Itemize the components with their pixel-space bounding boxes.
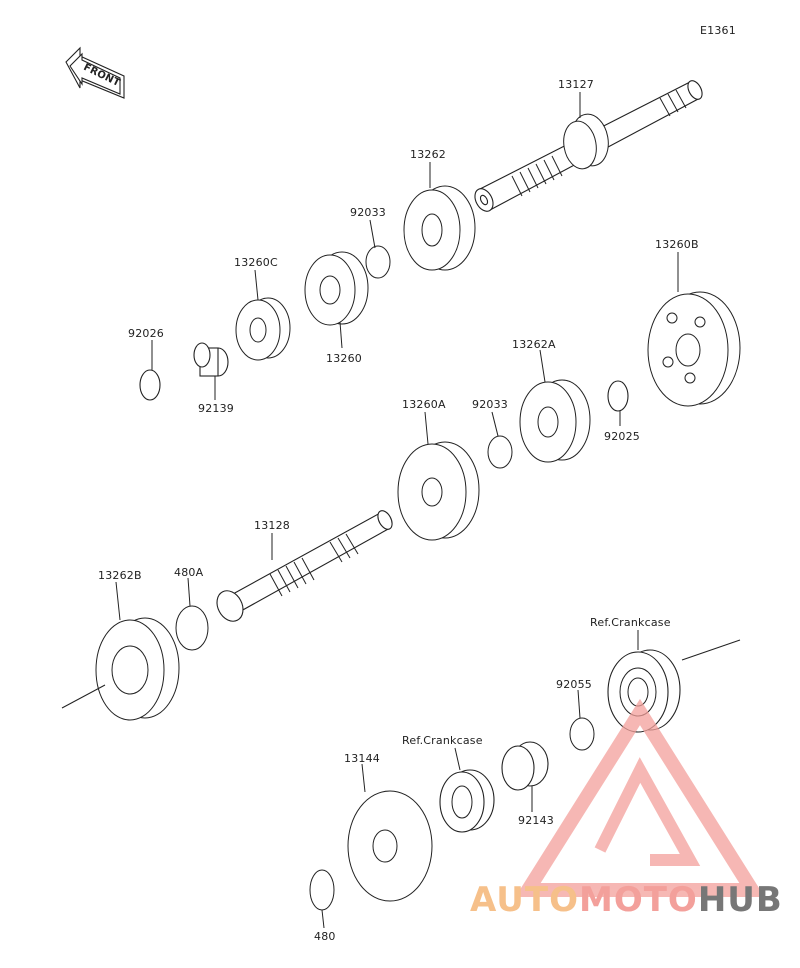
- gear-13260c: [235, 297, 291, 361]
- label-92033-lower: 92033: [472, 398, 508, 411]
- oring-92055: [569, 717, 595, 751]
- label-ref-crankcase-lower: Ref.Crankcase: [402, 734, 483, 747]
- washer-92025: [607, 380, 629, 412]
- label-92055: 92055: [556, 678, 592, 691]
- gear-13262: [403, 185, 476, 271]
- circlip-92033-upper: [365, 245, 391, 279]
- gear-13260: [304, 251, 369, 326]
- label-13127: 13127: [558, 78, 594, 91]
- label-92033-upper: 92033: [350, 206, 386, 219]
- label-13128: 13128: [254, 519, 290, 532]
- watermark-logo-icon: [515, 698, 765, 897]
- seal-ref-crankcase: [439, 769, 495, 833]
- gear-13262a: [519, 379, 591, 463]
- label-13260: 13260: [326, 352, 362, 365]
- label-13144: 13144: [344, 752, 380, 765]
- circlip-92033-lower: [487, 435, 513, 469]
- circlip-480: [309, 869, 335, 911]
- label-480a: 480A: [174, 566, 204, 579]
- watermark-part-auto: AUTO: [470, 880, 579, 920]
- label-92026: 92026: [128, 327, 164, 340]
- axis-line-right: [681, 639, 741, 661]
- bushing-92139: [193, 342, 229, 377]
- gear-13262b: [95, 617, 180, 721]
- diagram-code: E1361: [700, 24, 736, 37]
- gear-13260b: [647, 291, 741, 407]
- watermark-part-hub: HUB: [697, 880, 783, 920]
- drive-shaft-13128: [216, 510, 393, 622]
- axis-line-left: [61, 684, 106, 709]
- label-13262b: 13262B: [98, 569, 142, 582]
- label-13260c: 13260C: [234, 256, 278, 269]
- bushing-92143: [501, 741, 549, 791]
- gear-13260a: [397, 441, 480, 541]
- label-13262: 13262: [410, 148, 446, 161]
- watermark-part-moto: MOTO: [578, 880, 698, 920]
- label-13260a: 13260A: [402, 398, 446, 411]
- washer-92026: [139, 369, 161, 401]
- label-92139: 92139: [198, 402, 234, 415]
- label-92025: 92025: [604, 430, 640, 443]
- label-480: 480: [314, 930, 336, 943]
- sprocket-13144: [347, 790, 433, 902]
- label-13262a: 13262A: [512, 338, 556, 351]
- label-13260b: 13260B: [655, 238, 699, 251]
- watermark-brand-text: AUTOMOTOHUB: [470, 880, 783, 920]
- leader-lines: [115, 92, 679, 929]
- label-ref-crankcase-right: Ref.Crankcase: [590, 616, 671, 629]
- circlip-480a: [175, 605, 209, 651]
- main-shaft-gear: [563, 113, 609, 170]
- front-arrow-icon: [65, 46, 125, 99]
- label-92143: 92143: [518, 814, 554, 827]
